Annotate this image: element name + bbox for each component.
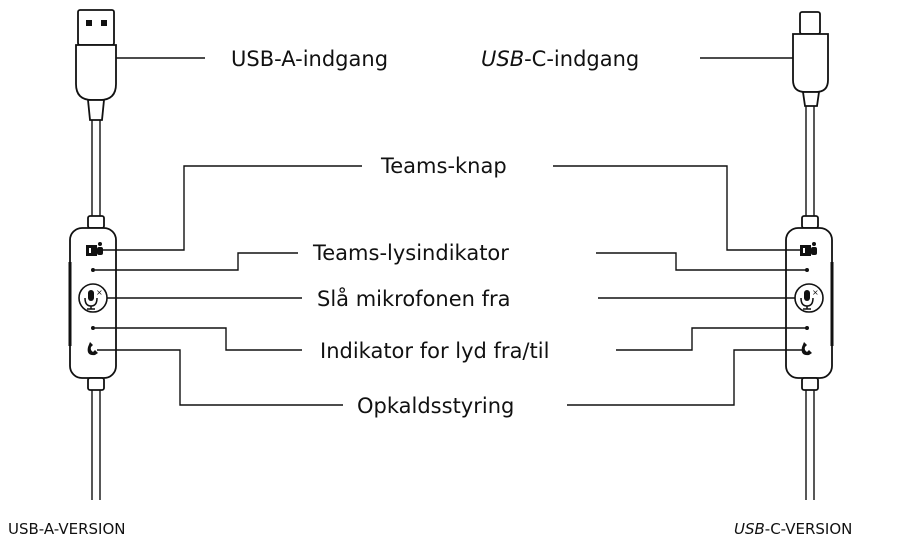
label-call-control: Opkaldsstyring [357,394,514,418]
teams-icon[interactable] [800,242,817,256]
phone-icon[interactable] [801,342,812,356]
phone-icon[interactable] [87,342,98,356]
usb-a-plug-metal [77,9,115,46]
svg-text:×: × [812,288,819,297]
audio-led-indicator [805,326,809,330]
label-usb-c-version: USB-C-VERSION [734,520,852,538]
usb-a-strain-relief [87,99,105,121]
label-usb-c-input: USB-C-indgang [481,47,639,71]
label-audio-indicator: Indikator for lyd fra/til [320,339,549,363]
usb-a-plug-slot-left [86,20,92,26]
audio-led-indicator [91,326,95,330]
mic-mute-icon[interactable]: × [78,283,108,313]
svg-text:×: × [96,288,103,297]
label-usb-a-input: USB-A-indgang [231,47,388,71]
usb-c-housing [792,33,829,93]
usb-a-housing [75,44,117,101]
label-teams-light: Teams-lysindikator [312,241,509,265]
leader-lines [95,57,806,406]
label-teams-button: Teams-knap [380,154,507,178]
teams-led-indicator [805,268,809,272]
usb-a-cable-assembly: × [68,9,117,500]
usb-c-plug-metal [799,11,821,35]
label-mute-mic: Slå mikrofonen fra [317,286,511,311]
mic-mute-icon[interactable]: × [794,283,824,313]
usb-a-plug-slot-right [101,20,107,26]
usb-c-cable-assembly: × [785,11,834,500]
label-usb-a-version: USB-A-VERSION [8,520,125,538]
teams-icon[interactable] [86,242,103,256]
teams-led-indicator [91,268,95,272]
